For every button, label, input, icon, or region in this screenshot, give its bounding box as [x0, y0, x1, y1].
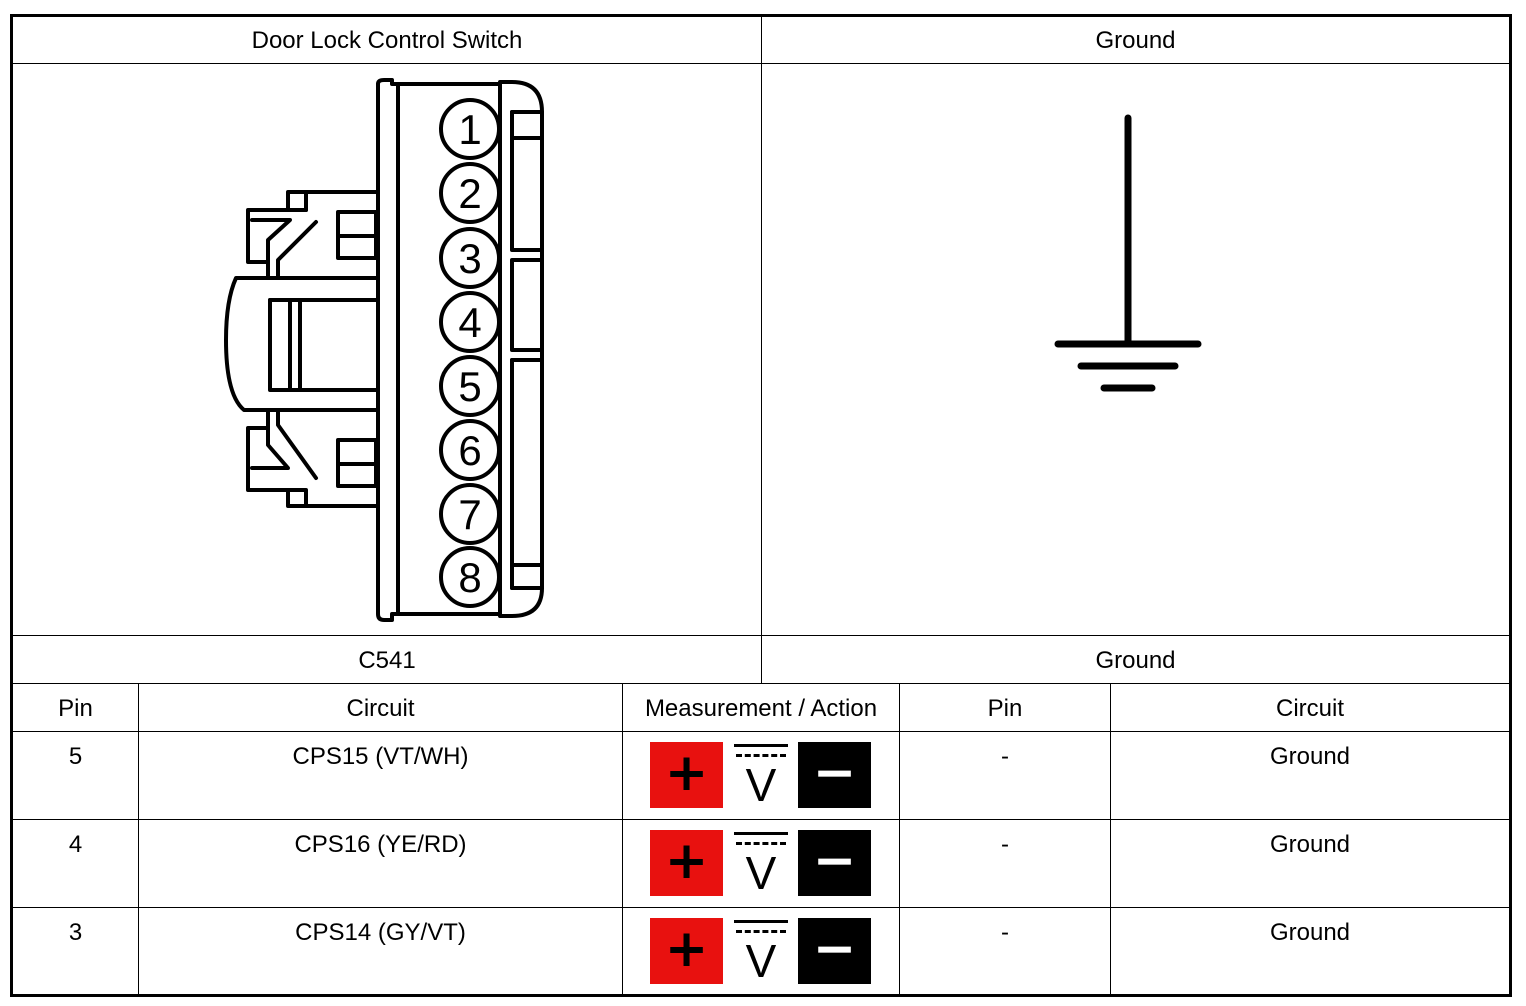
- pin-7-circle: [439, 483, 501, 545]
- row-circuit: CPS14 (GY/VT): [295, 919, 466, 946]
- positive-lead-icon: +: [650, 742, 723, 808]
- pin-3-circle: [439, 227, 501, 289]
- row-circuit-2: Ground: [1269, 831, 1351, 858]
- row-circuit-2: Ground: [1269, 919, 1351, 946]
- negative-lead-icon: −: [798, 830, 871, 896]
- pin-4-circle: [439, 291, 501, 353]
- pin-1-circle: [439, 98, 501, 160]
- pin-8-circle: [439, 546, 501, 608]
- pin-6-label: 6: [458, 427, 481, 474]
- ground-symbol-icon: [1054, 114, 1202, 392]
- connector-title: Door Lock Control Switch: [251, 27, 523, 54]
- pin-8-label: 8: [458, 554, 481, 601]
- row-circuit: CPS15 (VT/WH): [292, 743, 469, 770]
- divider-main-vertical: [761, 16, 762, 684]
- negative-lead-icon: −: [798, 742, 871, 808]
- col-header-measurement: Measurement / Action: [644, 695, 878, 722]
- divider-col-measurement: [899, 684, 900, 995]
- negative-lead-icon: −: [798, 918, 871, 984]
- col-header-circuit-2: Circuit: [1275, 695, 1344, 722]
- row-pin: 3: [68, 919, 83, 946]
- connector-label: C541: [358, 647, 416, 674]
- divider-row-2: [12, 907, 1510, 908]
- divider-row-1: [12, 819, 1510, 820]
- col-header-pin-2: Pin: [987, 695, 1023, 722]
- row-pin-2: -: [1001, 743, 1009, 770]
- pin-1-label: 1: [458, 106, 481, 153]
- positive-lead-icon: +: [650, 918, 723, 984]
- voltmeter-icon: +V−: [650, 918, 872, 986]
- divider-header: [12, 63, 1510, 64]
- pin-7-label: 7: [458, 491, 481, 538]
- pin-2-circle: [439, 162, 501, 224]
- voltmeter-icon: +V−: [650, 742, 872, 810]
- dc-voltage-icon: V: [734, 830, 788, 898]
- pinout-table-frame: [10, 14, 1512, 997]
- divider-col-pin2: [1110, 684, 1111, 995]
- divider-images-bottom: [12, 635, 1510, 636]
- divider-column-headers: [12, 731, 1510, 732]
- row-pin: 5: [68, 743, 83, 770]
- pin-5-circle: [439, 355, 501, 417]
- dc-voltage-icon: V: [734, 742, 788, 810]
- row-circuit-2: Ground: [1269, 743, 1351, 770]
- pin-2-label: 2: [458, 170, 481, 217]
- positive-lead-icon: +: [650, 830, 723, 896]
- divider-col-pin: [138, 684, 139, 995]
- pin-3-label: 3: [458, 235, 481, 282]
- col-header-circuit: Circuit: [346, 695, 415, 722]
- divider-labels-bottom: [12, 683, 1510, 684]
- dc-voltage-icon: V: [734, 918, 788, 986]
- ground-title: Ground: [1095, 27, 1176, 54]
- ground-label: Ground: [1095, 647, 1176, 674]
- row-pin-2: -: [1001, 831, 1009, 858]
- row-circuit: CPS16 (YE/RD): [294, 831, 467, 858]
- row-pin-2: -: [1001, 919, 1009, 946]
- pin-6-circle: [439, 419, 501, 481]
- connector-c541-diagram: 1 2 3 4 5 6 7 8: [224, 78, 544, 622]
- pin-4-label: 4: [458, 299, 481, 346]
- col-header-pin: Pin: [58, 695, 93, 722]
- row-pin: 4: [68, 831, 83, 858]
- pin-5-label: 5: [458, 363, 481, 410]
- voltmeter-icon: +V−: [650, 830, 872, 898]
- divider-col-circuit: [622, 684, 623, 995]
